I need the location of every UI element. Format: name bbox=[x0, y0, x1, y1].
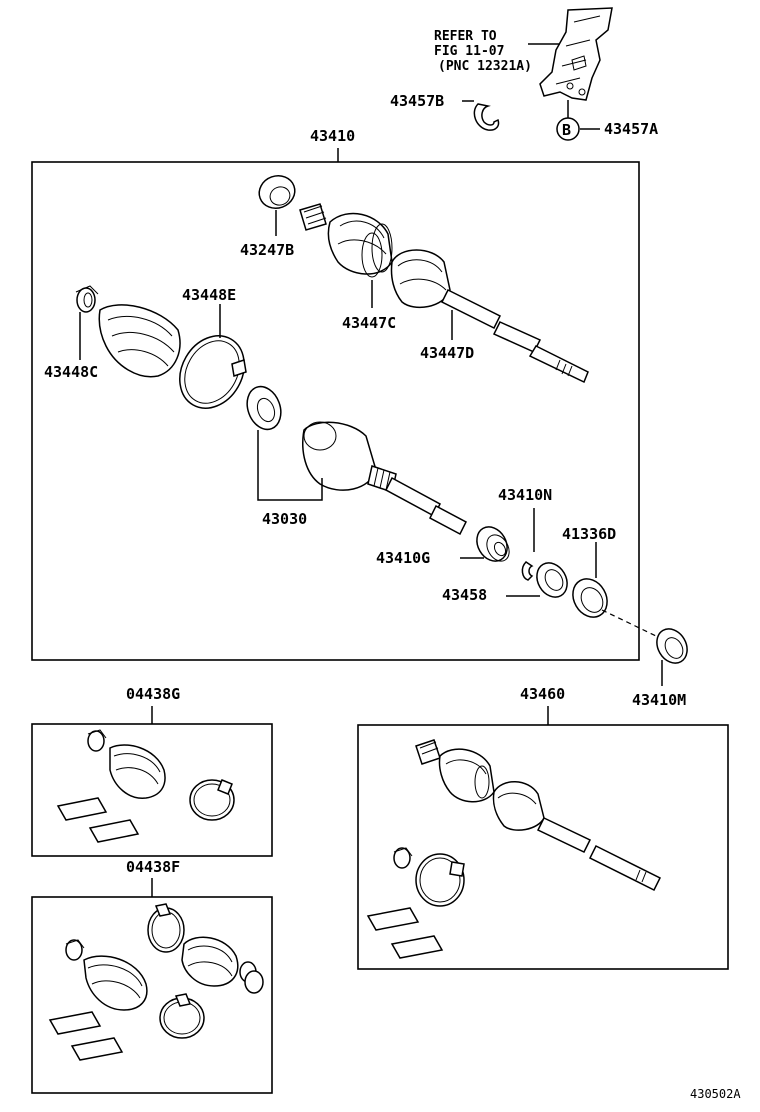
reference-line3: (PNC 12321A) bbox=[438, 59, 532, 74]
label-43447C: 43447C bbox=[342, 314, 396, 332]
grease-packet-icon bbox=[70, 1037, 124, 1061]
drive-shaft-assembly-icon bbox=[415, 739, 662, 892]
label-43460: 43460 bbox=[520, 685, 565, 703]
clamp-ring-icon bbox=[415, 853, 465, 907]
label-43410G: 43410G bbox=[376, 549, 430, 567]
grease-packet-icon bbox=[390, 935, 444, 959]
reference-line2: FIG 11-07 bbox=[434, 44, 504, 59]
label-43030: 43030 bbox=[262, 510, 307, 528]
label-43247B: 43247B bbox=[240, 241, 294, 259]
clamp-ring-icon bbox=[258, 175, 296, 209]
clamp-ring-icon bbox=[75, 285, 99, 313]
clamp-ring-icon bbox=[189, 779, 235, 821]
label-43448C: 43448C bbox=[44, 363, 98, 381]
bearing-icon bbox=[246, 385, 282, 431]
grease-packet-icon bbox=[48, 1011, 102, 1035]
label-43448E: 43448E bbox=[182, 286, 236, 304]
label-43457B: 43457B bbox=[390, 92, 444, 110]
grease-packet-icon bbox=[88, 819, 140, 843]
label-43447D: 43447D bbox=[420, 344, 474, 362]
reference-line1: REFER TO bbox=[434, 29, 497, 44]
clamp-ring-icon bbox=[179, 335, 247, 409]
label-04438F: 04438F bbox=[126, 858, 180, 876]
bearing-icon bbox=[656, 628, 688, 664]
clamp-ring-icon bbox=[87, 729, 107, 752]
reference-circle-letter: B bbox=[562, 121, 571, 139]
label-43410M: 43410M bbox=[632, 691, 686, 709]
label-43410: 43410 bbox=[310, 127, 355, 145]
boot-icon bbox=[98, 304, 181, 378]
diagram-code: 430502A bbox=[690, 1087, 741, 1101]
label-04438G: 04438G bbox=[126, 685, 180, 703]
bracket-icon bbox=[539, 7, 613, 101]
drive-shaft-assembly-icon bbox=[299, 203, 589, 384]
grease-packet-icon bbox=[366, 907, 420, 931]
boot-icon bbox=[83, 955, 148, 1011]
frame-43460 bbox=[357, 724, 729, 970]
snap-ring-icon bbox=[521, 561, 534, 581]
clamp-ring-icon bbox=[147, 903, 185, 953]
label-43458: 43458 bbox=[442, 586, 487, 604]
boot-icon bbox=[109, 744, 166, 799]
clamp-ring-icon bbox=[159, 993, 205, 1039]
label-41336D: 41336D bbox=[562, 525, 616, 543]
label-43457A: 43457A bbox=[604, 120, 658, 138]
clamp-ring-icon bbox=[65, 939, 85, 961]
clamp-ring-icon bbox=[393, 847, 413, 869]
label-43410N: 43410N bbox=[498, 486, 552, 504]
bearing-icon bbox=[536, 562, 568, 598]
snap-ring-icon bbox=[473, 103, 500, 131]
reference-circle bbox=[556, 117, 580, 141]
grease-packet-icon bbox=[56, 797, 108, 821]
bearing-icon bbox=[476, 526, 510, 562]
clamp-ring-icon bbox=[244, 970, 264, 994]
drive-shaft-assembly-icon bbox=[302, 421, 467, 536]
frame-43410 bbox=[31, 161, 640, 661]
bearing-icon bbox=[572, 578, 608, 618]
